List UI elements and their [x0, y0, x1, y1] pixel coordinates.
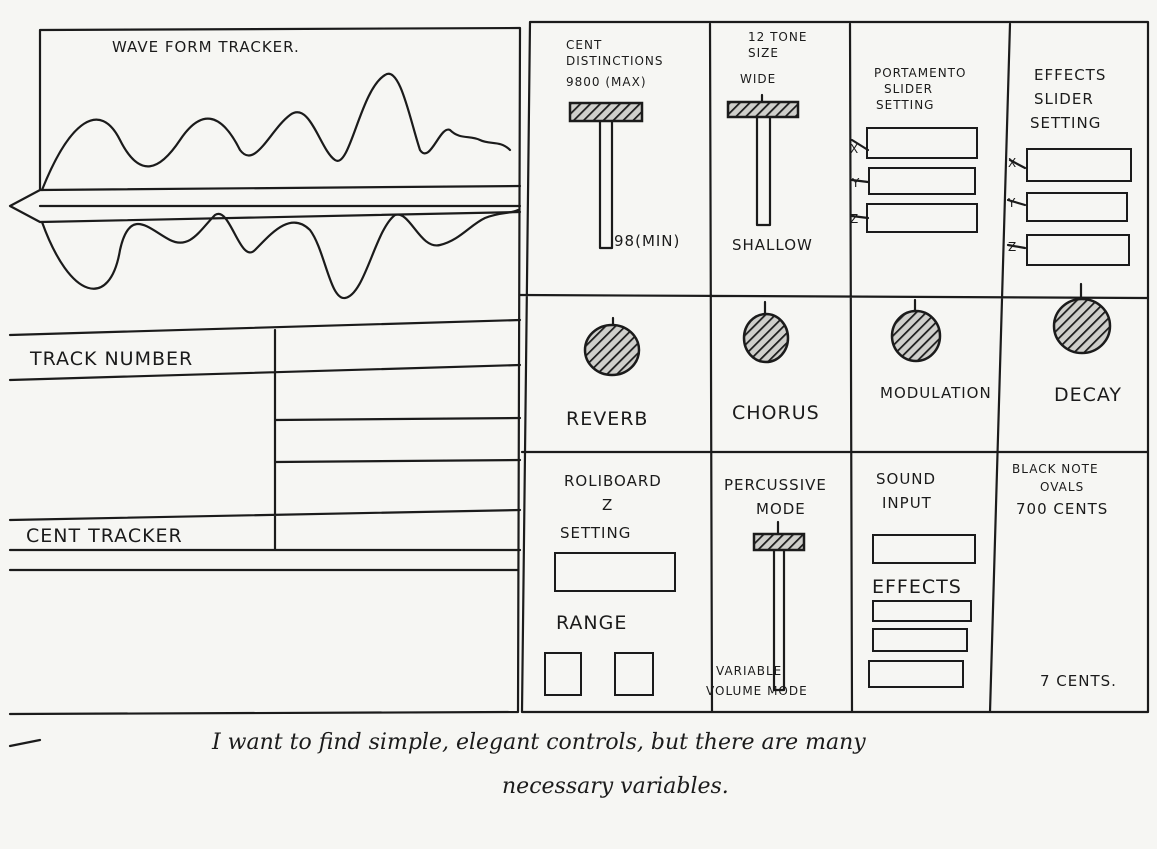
- effects-title-3: SETTING: [1030, 114, 1102, 132]
- left-panel-frame: [8, 26, 522, 716]
- cent-title-2: DISTINCTIONS: [566, 54, 664, 68]
- knob-stems: [611, 282, 1083, 332]
- portamento-title-3: SETTING: [876, 98, 935, 112]
- track-number-label: TRACK NUMBER: [30, 348, 194, 370]
- portamento-slider-z[interactable]: [866, 203, 978, 233]
- portamento-title-1: PORTAMENTO: [874, 66, 967, 80]
- range-max-box[interactable]: [614, 652, 654, 696]
- sound-input-title-2: INPUT: [882, 494, 932, 512]
- percussive-title-2: MODE: [756, 500, 806, 518]
- reverb-knob: [583, 323, 641, 377]
- sound-input-title-1: SOUND: [876, 470, 937, 488]
- portamento-axis-x: X: [850, 142, 860, 156]
- portamento-slider-y[interactable]: [868, 167, 976, 195]
- chorus-knob: [742, 312, 790, 364]
- range-label: RANGE: [556, 612, 628, 634]
- cent-slider-track: [598, 118, 614, 250]
- effects-slider-y[interactable]: [1026, 192, 1128, 222]
- portamento-title-2: SLIDER: [884, 82, 934, 96]
- effects-axis-y: Y: [1008, 196, 1017, 210]
- rollboard-title-2: Z: [602, 496, 614, 514]
- knob-label-reverb: REVERB: [566, 408, 649, 430]
- waveform-axis: [8, 184, 522, 224]
- tone-slider-thumb: [726, 100, 800, 119]
- effects-title-2: SLIDER: [1034, 90, 1094, 108]
- effects-slider-x[interactable]: [1026, 148, 1132, 182]
- variable-label-1: VARIABLE: [716, 664, 783, 678]
- sound-effect-slot-1[interactable]: [872, 600, 972, 622]
- range-min-box[interactable]: [544, 652, 582, 696]
- rollboard-z-input[interactable]: [554, 552, 676, 592]
- track-rows: [8, 318, 522, 748]
- percussive-slider-thumb: [752, 532, 806, 552]
- portamento-slider-x[interactable]: [866, 127, 978, 159]
- portamento-axis-y: Y: [852, 176, 861, 190]
- knob-label-modulation: MODULATION: [880, 384, 992, 402]
- waveform-bottom: [40, 208, 520, 300]
- variable-label-2: VOLUME MODE: [706, 684, 808, 698]
- effects-axis-z: Z: [1008, 240, 1018, 254]
- cent-title-1: CENT: [566, 38, 603, 52]
- tone-title-2: SIZE: [748, 46, 779, 60]
- waveform-top: [40, 72, 512, 192]
- rollboard-title-3: SETTING: [560, 524, 632, 542]
- waveform-title: WAVE FORM TRACKER.: [112, 38, 300, 56]
- black-note-title-1: BLACK NOTE: [1012, 462, 1099, 476]
- decay-knob: [1052, 297, 1112, 355]
- portamento-axis-marks: [850, 138, 870, 220]
- black-note-title-2: OVALS: [1040, 480, 1085, 494]
- sound-input-slider[interactable]: [872, 534, 976, 564]
- tone-shallow-label: SHALLOW: [732, 236, 813, 254]
- black-note-title-3: 700 CENTS: [1016, 500, 1109, 518]
- note-line-1: I want to find simple, elegant controls,…: [212, 730, 866, 755]
- black-note-bottom-label: 7 CENTS.: [1040, 672, 1117, 690]
- cent-slider-thumb: [568, 101, 644, 123]
- knob-label-chorus: CHORUS: [732, 402, 820, 424]
- percussive-title-1: PERCUSSIVE: [724, 476, 827, 494]
- note-line-2: necessary variables.: [502, 774, 729, 799]
- cent-tracker-label: CENT TRACKER: [26, 525, 183, 547]
- control-grid: [518, 20, 1150, 714]
- tone-title-1: 12 TONE: [748, 30, 808, 44]
- modulation-knob: [890, 309, 942, 363]
- portamento-axis-z: Z: [850, 212, 860, 226]
- effects-title-1: EFFECTS: [1034, 66, 1107, 84]
- cent-max-label: 9800 (MAX): [566, 75, 647, 89]
- tone-wide-label: WIDE: [740, 72, 777, 86]
- cent-min-label: 98(MIN): [614, 232, 681, 250]
- sound-effect-slot-2[interactable]: [872, 628, 968, 652]
- sound-effects-label: EFFECTS: [872, 576, 962, 598]
- effects-axis-marks: [1006, 158, 1027, 250]
- effects-axis-x: X: [1008, 156, 1018, 170]
- rollboard-title-1: ROLIBOARD: [564, 472, 662, 490]
- knob-label-decay: DECAY: [1054, 384, 1123, 406]
- sound-effect-slot-3[interactable]: [868, 660, 964, 688]
- effects-slider-z[interactable]: [1026, 234, 1130, 266]
